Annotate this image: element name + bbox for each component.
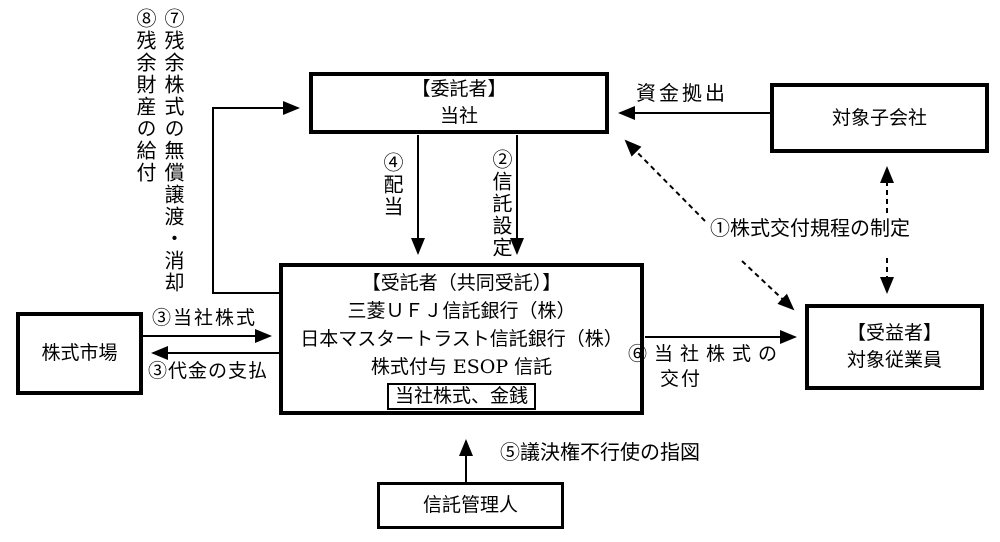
step3-stock-label: ③当社株式 <box>152 307 258 329</box>
subsidiary-name: 対象子会社 <box>831 106 927 129</box>
beneficiary-title: 【受益者】 <box>846 322 942 344</box>
entruster-box: 【委託者】 当社 <box>309 72 609 134</box>
trustee-title: 【受託者（共同受託）】 <box>361 271 562 294</box>
step8-label: ⑧残余財産の給付 <box>133 8 157 184</box>
step2-label: ②信託設定 <box>489 149 513 259</box>
dashed-arrow-step1-to-entruster <box>624 139 706 222</box>
dashed-arrow-step1-to-beneficiary <box>741 260 795 311</box>
step7-8-labels: ⑦残余株式の無償譲渡・消却 ⑧残余財産の給付 <box>131 8 187 294</box>
trust-administrator-box: 信託管理人 <box>377 482 564 529</box>
step5-label: ⑤議決権不行使の指図 <box>500 440 700 464</box>
trustee-bank1: 三菱ＵＦＪ信託銀行（株） <box>347 299 576 322</box>
step6-label-line1: ⑥当社株式の <box>628 343 785 365</box>
trustee-box: 【受託者（共同受託）】 三菱ＵＦＪ信託銀行（株） 日本マスタートラスト信託銀行（… <box>279 263 644 415</box>
beneficiary-name: 対象従業員 <box>846 349 942 371</box>
beneficiary-box: 【受益者】 対象従業員 <box>805 304 984 390</box>
step6-label-line2: 交付 <box>660 368 703 390</box>
trustee-bank2: 日本マスタートラスト信託銀行（株） <box>300 327 623 350</box>
step7-label: ⑦残余株式の無償譲渡・消却 <box>161 8 185 294</box>
entruster-title: 【委託者】 <box>411 78 507 100</box>
trustee-holdings-box: 当社株式、金銭 <box>386 382 536 410</box>
subsidiary-box: 対象子会社 <box>770 83 989 153</box>
arrow-step7-8-return <box>212 101 300 294</box>
trustee-trust-name: 株式付与 ESOP 信託 <box>370 355 553 378</box>
trust-administrator-name: 信託管理人 <box>422 494 518 516</box>
entruster-name: 当社 <box>439 105 478 127</box>
fund-contribution-label: 資金拠出 <box>636 81 728 105</box>
step4-label: ④配当 <box>380 152 404 218</box>
step1-label: ①株式交付規程の制定 <box>710 216 910 240</box>
stock-market-name: 株式市場 <box>41 342 118 364</box>
step3-payment-label: ③代金の支払 <box>148 360 269 382</box>
stock-market-box: 株式市場 <box>16 312 143 395</box>
step6-label: ⑥当社株式の 交付 <box>628 343 784 391</box>
